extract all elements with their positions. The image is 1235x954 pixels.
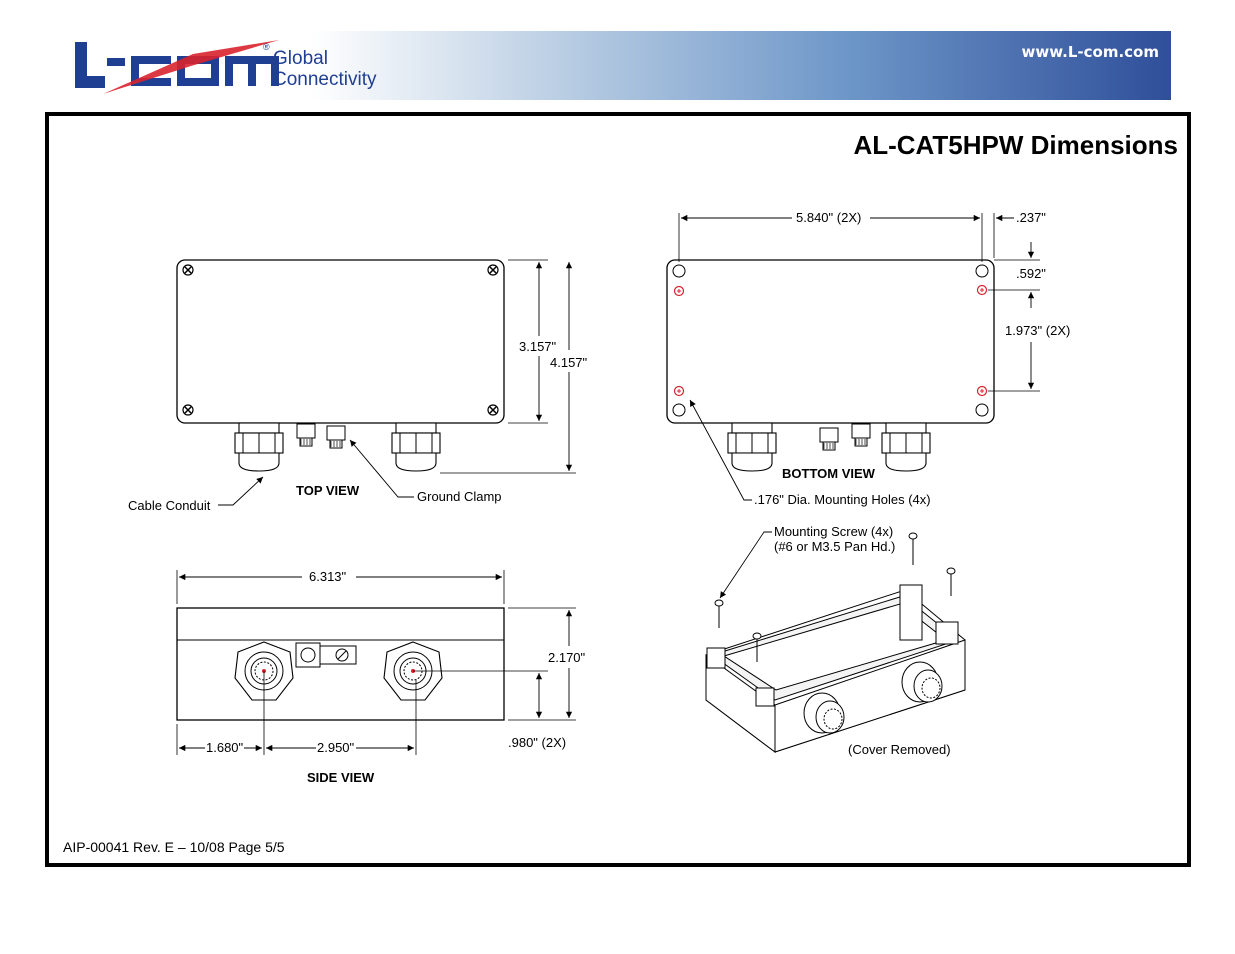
dim-center-height: .980" (2X) (508, 735, 566, 750)
callout-cable-conduit: Cable Conduit (128, 498, 211, 513)
dim-side-height: 2.170" (548, 650, 586, 665)
dim-side-spacing: 2.950" (317, 740, 355, 755)
bottom-view-label: BOTTOM VIEW (782, 466, 876, 481)
callout-screw-spec: (#6 or M3.5 Pan Hd.) (774, 539, 895, 554)
iso-gland-front (803, 692, 845, 734)
dim-offset-y: .592" (1016, 266, 1046, 281)
isometric-view (705, 532, 966, 754)
bottom-view: 5.840" (2X) .237" .592" 1.973" (2X) .176… (666, 210, 1070, 507)
top-view: 3.157" 4.157" Cable Conduit Ground Clamp… (128, 259, 588, 513)
drawing-frame (45, 112, 1191, 867)
side-view-label: SIDE VIEW (307, 770, 375, 785)
corner-screw (487, 264, 499, 276)
callout-mounting-screw: Mounting Screw (4x) (774, 524, 893, 539)
cable-gland (727, 422, 777, 472)
lcom-logo: ® Global Connectivity (75, 40, 377, 94)
callout-mounting-holes: .176" Dia. Mounting Holes (4x) (754, 492, 931, 507)
iso-screw (946, 567, 956, 596)
dim-bottom-width: 5.840" (2X) (796, 210, 861, 225)
svg-text:Global: Global (273, 48, 328, 69)
top-view-label: TOP VIEW (296, 483, 360, 498)
iso-screw (752, 632, 762, 662)
website-url[interactable]: www.L-com.com (1021, 43, 1159, 61)
dim-side-width: 6.313" (309, 569, 347, 584)
dim-height-outer: 4.157" (550, 355, 588, 370)
corner-hole (975, 264, 989, 278)
iso-gland-rear (901, 661, 943, 703)
side-view: 6.313" 2.170" .980" (2X) 1.680" 2.950" S… (176, 569, 586, 785)
iso-callouts: Mounting Screw (4x) (#6 or M3.5 Pan Hd.)… (719, 524, 951, 757)
corner-hole (672, 264, 686, 278)
corner-hole (672, 403, 686, 417)
corner-screw (487, 404, 499, 416)
ground-clamp (326, 425, 346, 449)
cable-gland (881, 422, 931, 472)
corner-screw (182, 404, 194, 416)
ground-clamp (296, 423, 316, 447)
svg-text:®: ® (263, 42, 270, 52)
side-ground-clamp (295, 642, 357, 668)
document-reference: AIP-00041 Rev. E – 10/08 Page 5/5 (63, 839, 285, 855)
mounting-hole (673, 285, 685, 297)
svg-text:Connectivity: Connectivity (273, 69, 377, 90)
dim-offset-x: .237" (1016, 210, 1046, 225)
mounting-hole (976, 385, 988, 397)
dim-side-left: 1.680" (206, 740, 244, 755)
callout-ground-clamp: Ground Clamp (417, 489, 502, 504)
cable-gland (391, 422, 441, 472)
corner-hole (975, 403, 989, 417)
page-title: AL-CAT5HPW Dimensions (853, 130, 1178, 160)
mounting-hole (673, 385, 685, 397)
note-cover-removed: (Cover Removed) (848, 742, 951, 757)
enclosure-top-outline (176, 259, 505, 424)
enclosure-bottom-outline (666, 259, 995, 424)
iso-screw (714, 599, 724, 628)
corner-screw (182, 264, 194, 276)
dim-height-inner: 3.157" (519, 339, 557, 354)
ground-clamp (819, 427, 839, 451)
mounting-hole (976, 284, 988, 296)
iso-screw (908, 532, 918, 565)
dim-bottom-height: 1.973" (2X) (1005, 323, 1070, 338)
cable-gland (234, 422, 284, 472)
ground-clamp (851, 423, 871, 447)
